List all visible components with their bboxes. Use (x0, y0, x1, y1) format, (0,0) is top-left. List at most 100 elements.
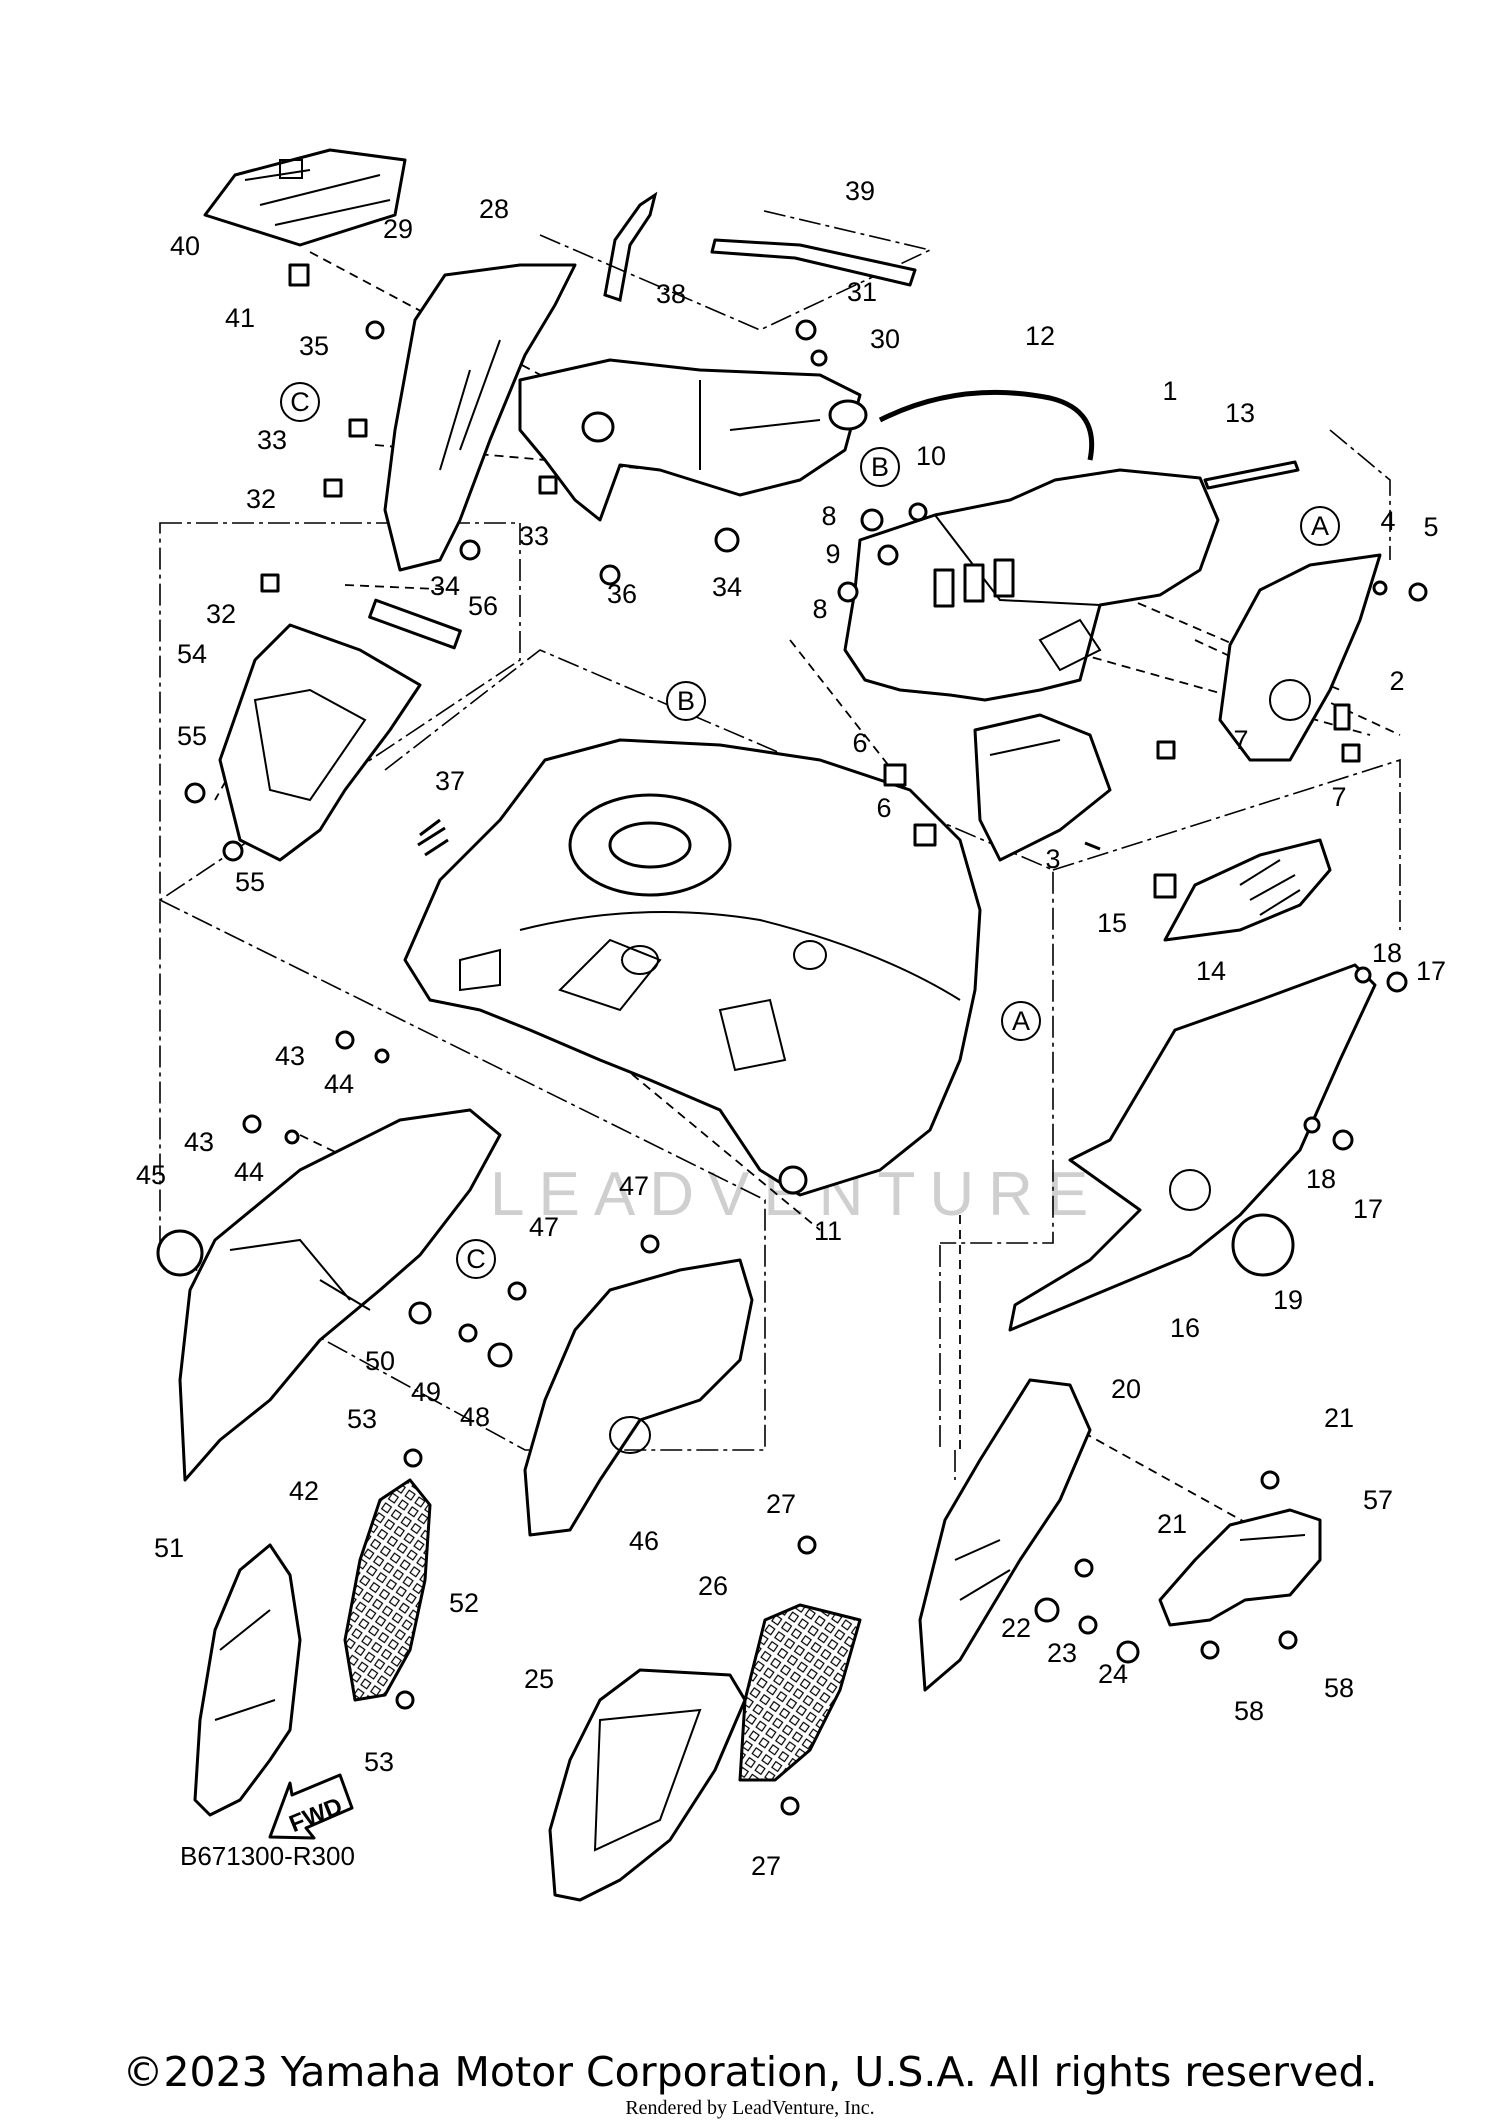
callout-50: 50 (365, 1346, 395, 1376)
part-15-clip (1153, 873, 1177, 899)
callout-7: 7 (1233, 725, 1248, 755)
part-12-strip (878, 389, 1095, 461)
callout-47: 47 (529, 1212, 559, 1242)
callout-44: 44 (234, 1157, 264, 1187)
callout-27: 27 (751, 1851, 781, 1881)
callout-14: 14 (1196, 956, 1226, 986)
callout-55: 55 (177, 721, 207, 751)
callout-57: 57 (1363, 1485, 1393, 1515)
circled-ref-A: A (1001, 1001, 1041, 1041)
part-42-cowling (178, 1108, 502, 1482)
part-40-cover (203, 148, 407, 247)
callout-28: 28 (479, 194, 509, 224)
callout-6: 6 (852, 728, 867, 758)
callout-43: 43 (275, 1041, 305, 1071)
callout-30: 30 (870, 324, 900, 354)
callout-9: 9 (825, 539, 840, 569)
part-13-strip (1203, 460, 1300, 490)
part-52-mesh (343, 1478, 432, 1702)
callout-10: 10 (916, 441, 946, 471)
callout-17: 17 (1353, 1194, 1383, 1224)
rendered-by-note: Rendered by LeadVenture, Inc. (625, 2097, 875, 2119)
callout-27: 27 (766, 1489, 796, 1519)
callout-21: 21 (1157, 1509, 1187, 1539)
circled-ref-label: C (290, 387, 310, 417)
callout-18: 18 (1372, 938, 1402, 968)
callout-37: 37 (435, 766, 465, 796)
callout-12: 12 (1025, 321, 1055, 351)
callout-35: 35 (299, 331, 329, 361)
callout-18: 18 (1306, 1164, 1336, 1194)
part-28-inner-panel (383, 263, 577, 572)
part-57-bracket (1158, 1508, 1322, 1627)
fasteners (184, 319, 1428, 1816)
callout-19: 19 (1273, 1285, 1303, 1315)
part-51-side-piece (193, 1543, 302, 1817)
callout-58: 58 (1324, 1673, 1354, 1703)
callout-7: 7 (1331, 782, 1346, 812)
callout-45: 45 (136, 1160, 166, 1190)
circled-ref-A: A (1300, 506, 1340, 546)
part-25-scoop (548, 1668, 747, 1902)
callout-39: 39 (845, 176, 875, 206)
circled-reference-markers: A A B B C C (280, 382, 1340, 1279)
callout-44: 44 (324, 1069, 354, 1099)
callout-40: 40 (170, 231, 200, 261)
group-outlines (159, 209, 1401, 1480)
callout-25: 25 (524, 1664, 554, 1694)
callout-29: 29 (383, 214, 413, 244)
callout-53: 53 (347, 1404, 377, 1434)
circled-ref-B: B (666, 681, 706, 721)
callout-5: 5 (1423, 512, 1438, 542)
callout-43: 43 (184, 1127, 214, 1157)
part-37-clip (417, 818, 449, 857)
callout-33: 33 (257, 425, 287, 455)
part-38-trim (603, 191, 658, 302)
callout-22: 22 (1001, 1613, 1031, 1643)
part-54-scoop (218, 623, 422, 862)
callout-56: 56 (468, 591, 498, 621)
callout-20: 20 (1111, 1374, 1141, 1404)
callout-46: 46 (629, 1526, 659, 1556)
part-upper-inner-cover (518, 358, 868, 522)
circled-ref-B: B (860, 447, 900, 487)
callout-33: 33 (519, 521, 549, 551)
callout-3: 3 (1045, 844, 1060, 874)
callout-58: 58 (1234, 1696, 1264, 1726)
part-39-strip (710, 238, 917, 287)
callout-52: 52 (449, 1588, 479, 1618)
circled-ref-label: A (1311, 511, 1329, 541)
circled-ref-C: C (456, 1239, 496, 1279)
callout-47: 47 (619, 1171, 649, 1201)
callout-16: 16 (1170, 1313, 1200, 1343)
part-11-grommet (778, 1165, 808, 1195)
part-56-strip (368, 598, 462, 650)
part-1-tank-cover (843, 468, 1220, 702)
callout-49: 49 (411, 1377, 441, 1407)
callout-53: 53 (364, 1747, 394, 1777)
copyright-notice: ©2023 Yamaha Motor Corporation, U.S.A. A… (122, 2048, 1378, 2096)
callout-1: 1 (1162, 376, 1177, 406)
part-fuel-tank (403, 738, 982, 1197)
part-41-clip (288, 263, 310, 287)
callout-26: 26 (698, 1571, 728, 1601)
callout-13: 13 (1225, 398, 1255, 428)
callout-54: 54 (177, 639, 207, 669)
callout-48: 48 (460, 1402, 490, 1432)
circled-ref-label: B (871, 452, 889, 482)
callout-23: 23 (1047, 1638, 1077, 1668)
callout-6: 6 (876, 793, 891, 823)
callout-31: 31 (847, 277, 877, 307)
callout-11: 11 (814, 1216, 842, 1246)
callout-32: 32 (246, 484, 276, 514)
fwd-arrow-icon: FWD (268, 1773, 354, 1840)
callout-17: 17 (1416, 956, 1446, 986)
callout-32: 32 (206, 599, 236, 629)
callout-24: 24 (1098, 1659, 1128, 1689)
part-14-side-cover (1163, 838, 1332, 942)
callout-2: 2 (1389, 666, 1404, 696)
part-20-duct (918, 1378, 1092, 1692)
callout-55: 55 (235, 867, 265, 897)
